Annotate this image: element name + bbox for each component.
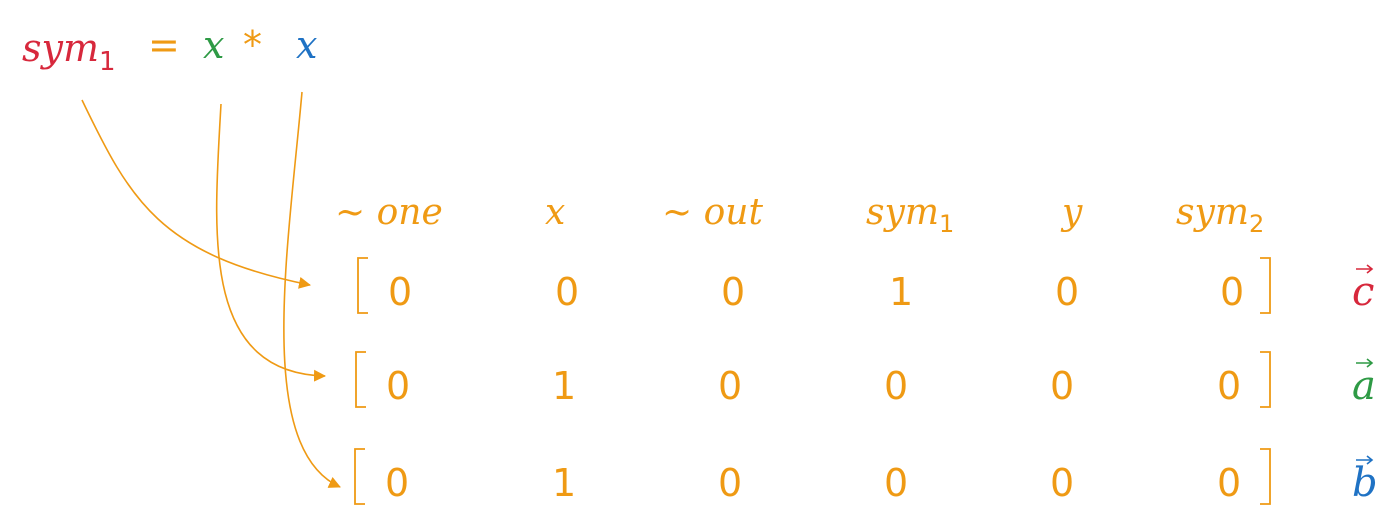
vector-arrow-accent <box>1356 358 1374 368</box>
matrix-cell: 0 <box>388 270 412 314</box>
vector-arrow-accent <box>1356 264 1374 274</box>
matrix-cell: 1 <box>552 364 576 408</box>
matrix-cell: 1 <box>889 270 913 314</box>
matrix-cell: 0 <box>1050 461 1074 505</box>
matrix-cell: 1 <box>552 461 576 505</box>
column-header-name: one <box>377 192 443 233</box>
equation: sym1 = x * x <box>22 23 317 77</box>
right-bracket <box>1260 257 1271 314</box>
matrix-cell: 0 <box>1055 270 1079 314</box>
matrix-row-a: 0 1 0 0 0 0 a <box>355 351 1376 409</box>
column-header-name: x <box>545 192 565 233</box>
matrix-cell: 0 <box>386 364 410 408</box>
column-header-3: sym1 <box>866 192 954 238</box>
vector-arrow-accent <box>1356 455 1374 465</box>
left-bracket <box>354 448 365 505</box>
column-header-0: ~ one <box>335 192 443 233</box>
arrows <box>81 91 341 488</box>
column-header-4: y <box>1060 192 1083 233</box>
equation-equals: = <box>148 23 180 67</box>
column-header-prefix: ~ <box>662 192 692 233</box>
column-header-prefix: ~ <box>335 192 365 233</box>
matrix-cell: 0 <box>1217 364 1241 408</box>
vector-label-c: c <box>1352 269 1374 315</box>
matrix-cell: 0 <box>721 270 745 314</box>
arrow-right-operand-to-b <box>283 91 341 488</box>
matrix: 0 0 0 1 0 0 c 0 1 0 0 0 0 a 0 1 0 0 0 0 b <box>354 257 1378 506</box>
vector-label-a: a <box>1352 363 1376 409</box>
column-header-2: ~ out <box>662 192 763 233</box>
matrix-cell: 0 <box>1220 270 1244 314</box>
arrow-lhs-to-c <box>81 99 311 289</box>
equation-operand-right: x <box>296 23 317 67</box>
equation-lhs: sym1 <box>22 26 116 77</box>
matrix-cell: 0 <box>1050 364 1074 408</box>
column-header-name: out <box>704 192 764 233</box>
column-header-subscript: 2 <box>1249 210 1264 238</box>
right-bracket <box>1260 448 1271 505</box>
equation-lhs-subscript: 1 <box>99 47 116 77</box>
column-header-name: sym <box>1176 192 1249 233</box>
matrix-cell: 0 <box>718 461 742 505</box>
right-bracket <box>1260 351 1271 408</box>
matrix-cell: 0 <box>555 270 579 314</box>
left-bracket <box>355 351 366 408</box>
column-header-subscript: 1 <box>939 210 954 238</box>
left-bracket <box>357 257 368 314</box>
arrow-left-operand-to-a <box>215 103 326 382</box>
column-header-name: sym <box>866 192 939 233</box>
matrix-row-b: 0 1 0 0 0 0 b <box>354 448 1378 506</box>
matrix-cell: 0 <box>1217 461 1241 505</box>
matrix-cell: 0 <box>718 364 742 408</box>
matrix-cell: 0 <box>385 461 409 505</box>
matrix-cell: 0 <box>884 364 908 408</box>
equation-operand-left: x <box>203 23 224 67</box>
column-header-name: y <box>1060 192 1083 233</box>
matrix-cell: 0 <box>884 461 908 505</box>
column-header-1: x <box>545 192 565 233</box>
vector-label-b: b <box>1352 460 1378 506</box>
column-header-5: sym2 <box>1176 192 1264 238</box>
equation-operator: * <box>243 23 262 67</box>
matrix-row-c: 0 0 0 1 0 0 c <box>357 257 1374 315</box>
